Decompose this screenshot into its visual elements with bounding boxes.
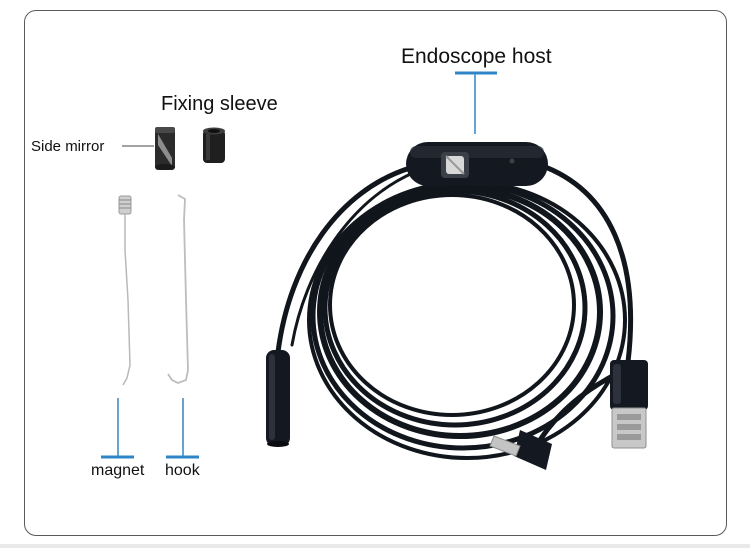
product-frame <box>24 10 727 536</box>
magnet-accessory <box>118 195 132 386</box>
bottom-strip <box>0 544 750 548</box>
side-mirror <box>155 127 175 170</box>
usb-a-connector <box>610 360 648 449</box>
fixing-sleeve <box>203 127 225 163</box>
fixing-sleeve-label: Fixing sleeve <box>161 93 278 115</box>
hook-accessory <box>167 194 189 384</box>
callout-lines <box>101 71 497 459</box>
endoscope-host-label: Endoscope host <box>401 45 552 68</box>
usb-c-connector <box>489 430 552 470</box>
camera-probe <box>266 350 290 447</box>
magnet-label: magnet <box>91 462 145 479</box>
endoscope-host <box>406 142 548 186</box>
side-mirror-label: Side mirror <box>31 138 105 155</box>
hook-label: hook <box>165 462 200 479</box>
cable-coil <box>275 162 634 460</box>
